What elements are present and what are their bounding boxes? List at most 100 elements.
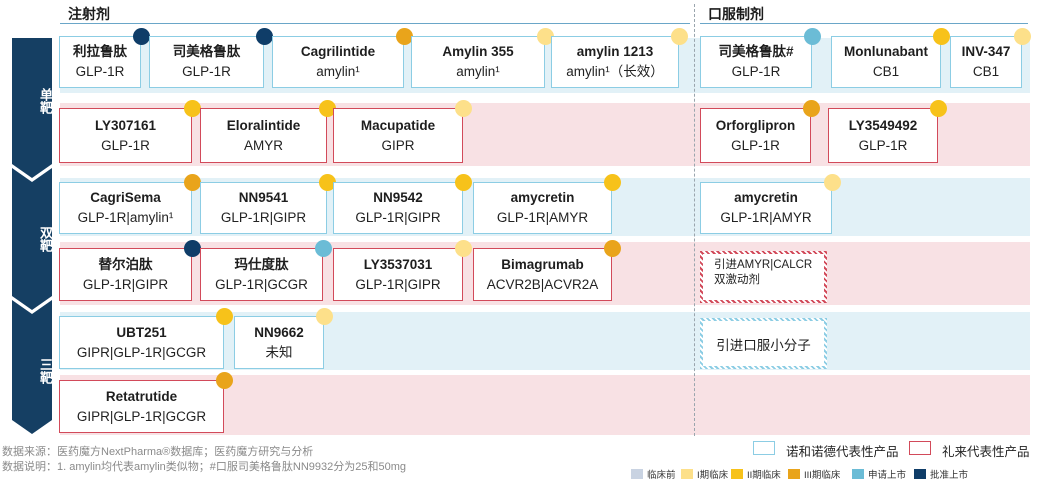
phase-label-phase2: II期临床	[747, 470, 781, 481]
drug-target: GLP-1R|GIPR	[355, 210, 441, 225]
phase-swatch-preclinical	[631, 469, 643, 479]
drug-name: UBT251	[116, 324, 167, 340]
drug-name: Retatrutide	[105, 388, 178, 404]
phase-dot-phase2	[184, 100, 201, 117]
drug-target: GIPR|GLP-1R|GCGR	[76, 344, 207, 360]
drug-name: NN9542	[373, 190, 423, 205]
drug-target: GLP-1R|GIPR	[82, 276, 169, 292]
drug-card-amylin355: Amylin 355 amylin¹	[411, 36, 545, 88]
phase-swatch-phase1	[681, 469, 693, 479]
drug-card-mazdutide: 玛仕度肽 GLP-1R|GCGR	[200, 248, 323, 301]
phase-dot-phase1	[671, 28, 688, 45]
row-chevrons	[12, 38, 52, 434]
phase-dot-phase3	[216, 372, 233, 389]
drug-name: Macupatide	[360, 117, 436, 133]
drug-target: GLP-1R	[731, 137, 780, 153]
lilly-dual-licensed-text: 引进AMYR|CALCR 双激动剂	[714, 259, 813, 286]
drug-target: GLP-1R	[731, 64, 781, 79]
drug-target: GLP-1R|GCGR	[215, 276, 308, 292]
phase-dot-approved	[184, 240, 201, 257]
drug-target: GLP-1R|AMYR	[720, 210, 812, 225]
phase-dot-phase1	[455, 240, 472, 257]
drug-target: GLP-1R	[101, 137, 150, 153]
phase-dot-phase1	[455, 100, 472, 117]
phase-dot-phase3	[184, 174, 201, 191]
oral-section-line	[700, 23, 1028, 24]
phase-dot-filed	[804, 28, 821, 45]
data-note: 数据说明：1. amylin均代表amylin类似物；#口服司美格鲁肽NN993…	[2, 461, 407, 473]
drug-target: GLP-1R|GIPR	[355, 276, 441, 292]
legend-lilly-label: 礼来代表性产品	[942, 445, 1030, 459]
drug-target: 未知	[265, 344, 293, 360]
drug-name: Monlunabant	[844, 44, 928, 59]
drug-target: GLP-1R|amylin¹	[77, 210, 174, 225]
phase-dot-phase2	[319, 100, 336, 117]
drug-name: 利拉鲁肽	[73, 44, 127, 59]
drug-card-tirzepatide: 替尔泊肽 GLP-1R|GIPR	[59, 248, 192, 301]
drug-target: GLP-1R|GIPR	[220, 210, 307, 225]
drug-name: Orforglipron	[715, 117, 796, 133]
drug-target: CB1	[972, 64, 1000, 79]
drug-name: amycretin	[510, 190, 575, 205]
drug-target: amylin¹	[456, 64, 500, 79]
phase-dot-phase2	[319, 174, 336, 191]
section-divider	[694, 4, 695, 436]
phase-dot-phase2	[604, 174, 621, 191]
phase-dot-phase2	[455, 174, 472, 191]
row-label-dual: 双靶	[38, 226, 53, 252]
phase-dot-phase1	[316, 308, 333, 325]
drug-card-oral_sema: 司美格鲁肽#GLP-1R	[700, 36, 812, 88]
phase-label-preclinical: 临床前	[647, 470, 676, 481]
phase-dot-phase3	[803, 100, 820, 117]
drug-target: GLP-1R|AMYR	[496, 210, 589, 225]
drug-name: 司美格鲁肽	[172, 44, 241, 59]
phase-label-filed: 申请上市	[868, 470, 907, 481]
drug-name: NN9662	[254, 324, 304, 340]
drug-target: GLP-1R	[858, 137, 908, 153]
phase-dot-approved	[133, 28, 150, 45]
phase-label-phase3: III期临床	[804, 470, 841, 481]
phase-dot-phase2	[933, 28, 950, 45]
drug-name: CagriSema	[90, 190, 161, 205]
phase-dot-filed	[315, 240, 332, 257]
drug-name: Cagrilintide	[300, 44, 376, 59]
drug-name: NN9541	[238, 190, 289, 205]
phase-swatch-filed	[852, 469, 864, 479]
oral-section-title: 口服制剂	[708, 6, 764, 22]
injection-section-line	[60, 23, 690, 24]
drug-name: 玛仕度肽	[234, 256, 289, 272]
drug-name: Amylin 355	[442, 44, 514, 59]
injection-section-title: 注射剂	[68, 6, 110, 22]
phase-label-phase1: I期临床	[697, 470, 729, 481]
legend-novo-label: 诺和诺德代表性产品	[786, 445, 899, 459]
drug-name: LY307161	[94, 117, 157, 133]
drug-name: LY3549492	[848, 117, 918, 133]
drug-name: INV-347	[961, 44, 1011, 59]
phase-dot-phase1	[537, 28, 554, 45]
phase-dot-approved	[256, 28, 273, 45]
drug-target: GIPR|GLP-1R|GCGR	[76, 408, 207, 424]
drug-target: amylin¹（长效）	[566, 64, 664, 79]
drug-name: 替尔泊肽	[98, 256, 153, 272]
data-source: 数据来源：医药魔方NextPharma®数据库；医药魔方研究与分析	[2, 446, 314, 458]
phase-dot-phase2	[216, 308, 233, 325]
drug-target: CB1	[872, 64, 900, 79]
drug-name: amycretin	[734, 190, 798, 205]
